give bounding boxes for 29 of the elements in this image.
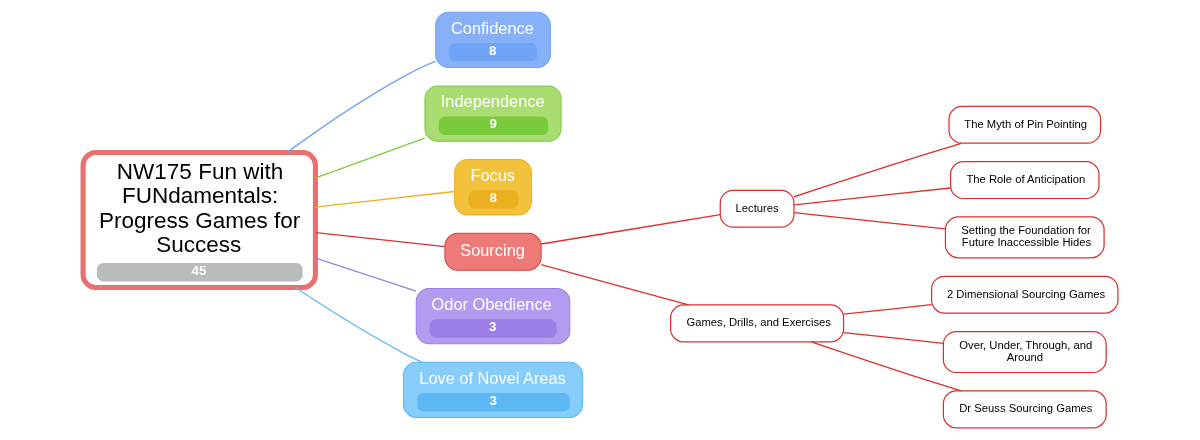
node-box: The Myth of Pin Pointing xyxy=(947,105,1101,144)
connector xyxy=(286,60,436,153)
node-box: 2 Dimensional Sourcing Games xyxy=(930,275,1119,314)
connector xyxy=(842,331,944,345)
node-box: Odor Obedience 3 xyxy=(415,288,570,345)
node-box: Confidence 8 xyxy=(434,11,551,68)
connector xyxy=(314,137,425,179)
node-box: Lectures xyxy=(719,189,795,228)
connector xyxy=(540,213,721,245)
node-box: NW175 Fun with FUNdamentals: Progress Games for Success 45 xyxy=(80,149,318,291)
connector xyxy=(294,286,422,363)
node-box: Sourcing xyxy=(443,232,542,271)
connector xyxy=(793,187,951,206)
node-box: Focus 8 xyxy=(453,159,532,216)
connector xyxy=(314,190,455,208)
connector xyxy=(793,142,962,198)
connector xyxy=(810,341,962,392)
node-box: Independence 9 xyxy=(423,85,562,142)
connector xyxy=(314,231,445,248)
node-box: Setting the Foundation for Future Inaccessible Hides xyxy=(944,216,1105,259)
connector xyxy=(314,257,417,292)
node-box: The Role of Anticipation xyxy=(949,161,1100,200)
node-box: Over, Under, Through, and Around xyxy=(942,330,1107,374)
node-box: Love of Novel Areas 3 xyxy=(402,361,583,419)
connector xyxy=(540,263,689,306)
node-box: Games, Drills, and Exercises xyxy=(669,304,844,343)
connector xyxy=(842,304,932,315)
node-box: Dr Seuss Sourcing Games xyxy=(942,390,1107,429)
connector xyxy=(793,211,946,230)
